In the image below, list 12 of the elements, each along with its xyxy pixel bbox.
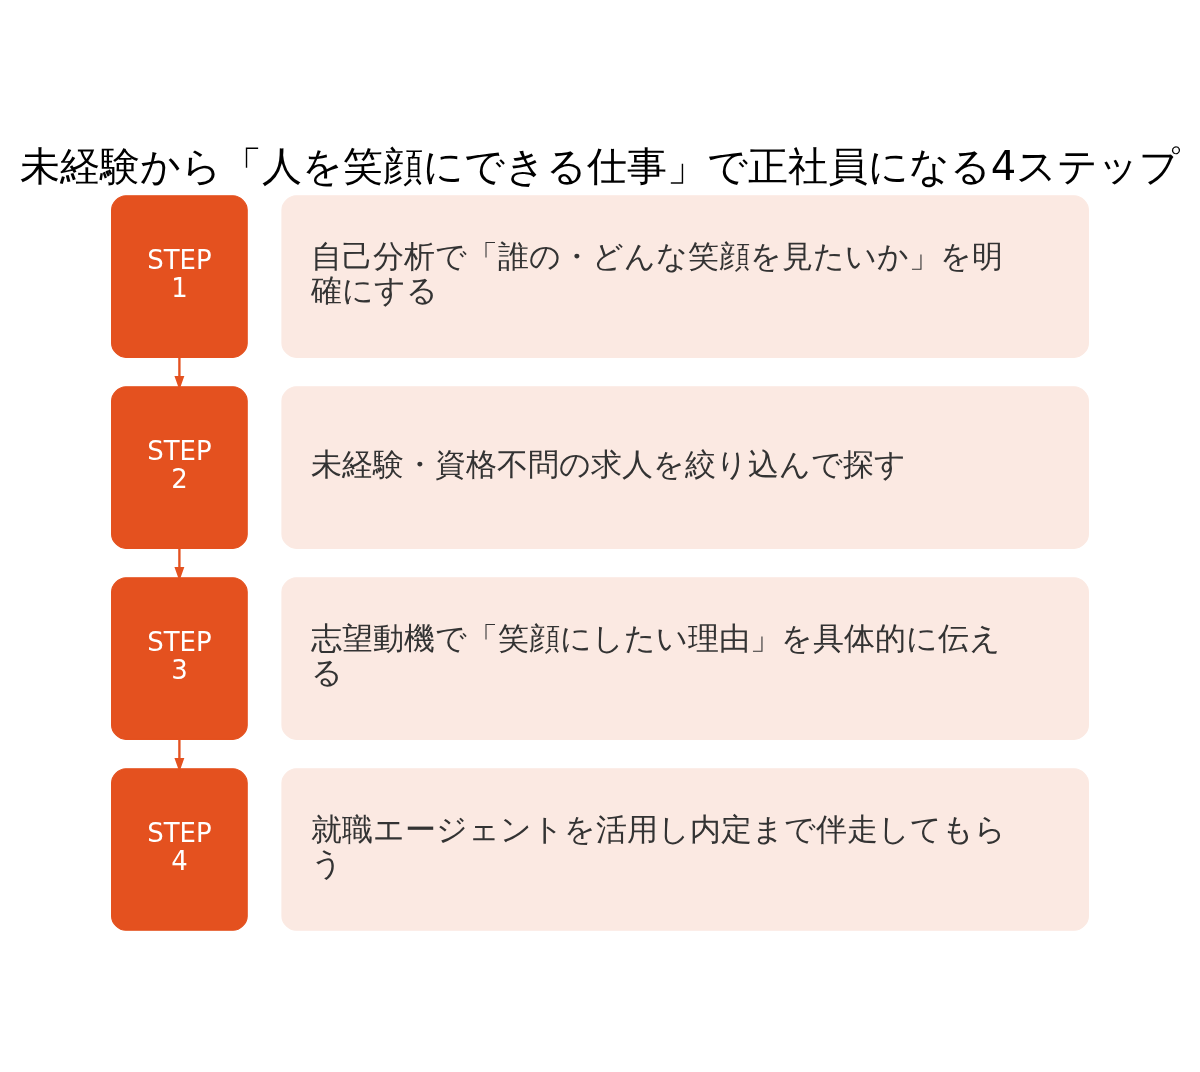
node-box: 就職エージェントを活用し内定まで伴走してもらう [281,767,1089,931]
node-box: STEP 2 [111,385,248,549]
node-box: STEP 3 [111,576,248,740]
node-box: STEP 1 [111,194,248,358]
arrow [174,357,185,390]
arrow [174,548,185,581]
node-box: 志望動機で「笑顔にしたい理由」を具体的に伝える [281,576,1089,740]
diagram-title: 未経験から「人を笑顔にできる仕事」で正社員になる4ステップ [19,142,1181,188]
node-box: 自己分析で「誰の・どんな笑顔を見たいか」を明確にする [281,194,1089,358]
node-box: 未経験・資格不問の求人を絞り込んで探す [281,385,1089,549]
node-box: STEP 4 [111,767,248,931]
arrow [174,739,185,772]
